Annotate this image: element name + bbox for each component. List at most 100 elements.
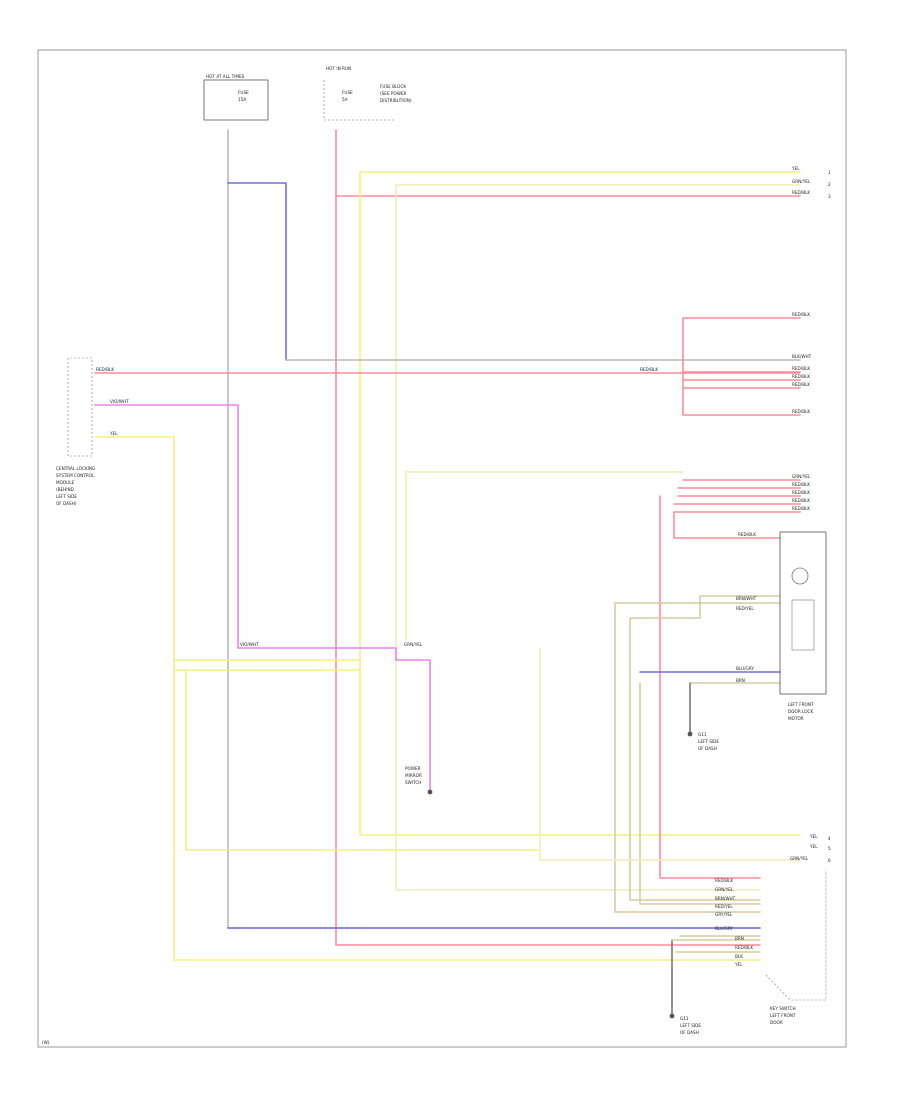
wire-label-yellow-top: YEL — [791, 166, 800, 171]
wire-label-door-6: BLU/GRY — [715, 926, 733, 931]
wire-label-grn-yel: GRN/YEL — [792, 179, 811, 184]
key-switch-label-3: DOOR — [770, 1020, 783, 1025]
central-locking-label-4: (BEHIND — [56, 487, 74, 492]
hot-run-label-2: FUSE — [342, 90, 353, 95]
key-switch-label-2: LEFT FRONT — [770, 1013, 796, 1018]
wire-label-door-3: BRN/WHT — [715, 896, 736, 901]
hot-fuse-box — [203, 79, 269, 121]
wire-red-harness-drop — [659, 495, 761, 879]
hot-run-box — [323, 80, 396, 121]
wire-label-harness-9: RED/BLK — [792, 490, 810, 495]
ground-2-label-3: OF DASH — [680, 1030, 699, 1035]
ground-1-label-2: LEFT SIDE — [698, 739, 719, 744]
wire-label-door-10: YEL — [734, 962, 743, 967]
wire-label-door-4: RED/YEL — [715, 904, 733, 909]
wire-pink-module — [94, 404, 431, 791]
central-locking-label-3: MODULE — [56, 480, 75, 485]
connector-ref-4: 4 — [828, 836, 831, 841]
wire-label-harness-10: RED/BLK — [792, 498, 810, 503]
door-lock-motor-label-3: MOTOR — [788, 716, 804, 721]
connector-ref-1: 1 — [828, 170, 831, 175]
mirror-switch-ground — [427, 789, 433, 795]
wire-label-harness-1: RED/BLK — [792, 312, 810, 317]
wire-tan-2 — [629, 595, 781, 901]
ground-1-label-1: G11 — [698, 732, 707, 737]
wire-red-main — [335, 129, 761, 946]
wire-label-harness-7: GRN/YEL — [792, 474, 811, 479]
wire-red-harness-2 — [673, 479, 801, 539]
wire-label-layer: YEL GRN/YEL RED/BLK RED/BLK BLK/WHT RED/… — [96, 166, 818, 967]
central-locking-box — [67, 357, 93, 457]
connector-ref-5: 5 — [828, 846, 831, 851]
hot-fuse-label-3: 15A — [238, 97, 246, 102]
wire-label-bottom-2: YEL — [809, 844, 818, 849]
fuse-block-label-2: (SEE POWER — [380, 91, 407, 96]
hot-run-label-1: HOT IN RUN — [326, 66, 351, 71]
key-switch-box — [765, 870, 827, 1001]
wire-lightyellow-door — [539, 647, 801, 861]
wire-label-module-pink: VIO/WHT — [110, 399, 129, 404]
wire-label-motor-4: BLU/GRY — [736, 666, 754, 671]
wire-label-door-8: RED/BLK — [735, 945, 753, 950]
wire-yellow-loop — [173, 659, 541, 851]
door-lock-motor-switch — [791, 599, 815, 651]
wire-label-harness-3: RED/BLK — [792, 366, 810, 371]
wire-label-bottom-1: YEL — [809, 834, 818, 839]
wire-tan-1 — [614, 602, 781, 913]
ground-2-label-1: G11 — [680, 1016, 689, 1021]
door-lock-motor-box — [779, 531, 827, 695]
wire-label-red-mid: RED/BLK — [640, 367, 658, 372]
central-locking-label-6: OF DASH) — [56, 501, 77, 506]
mirror-switch-label-2: MIRROR — [405, 773, 422, 778]
key-switch-label-1: KEY SWITCH — [770, 1006, 796, 1011]
central-locking-label-1: CENTRAL LOCKING — [56, 466, 95, 471]
wire-label-red-top: RED/BLK — [792, 190, 810, 195]
connector-ref-2: 2 — [828, 182, 831, 187]
wire-label-harness-5: RED/BLK — [792, 382, 810, 387]
fuse-block-label-3: DISTRIBUTION) — [380, 98, 412, 103]
connector-refs: 1 2 3 4 5 6 — [828, 170, 831, 863]
hot-fuse-label-1: HOT AT ALL TIMES — [206, 74, 245, 79]
wire-lightyellow-mid — [395, 184, 761, 891]
ground-2-label-2: LEFT SIDE — [680, 1023, 701, 1028]
wire-label-pink-mid: VIO/WHT — [240, 642, 259, 647]
wire-label-harness-2: BLK/WHT — [792, 354, 812, 359]
footer-code: (W) — [42, 1040, 50, 1045]
wire-layer — [94, 129, 801, 1016]
mirror-switch-label-3: SWITCH — [405, 780, 421, 785]
ground-1-symbol — [687, 731, 693, 737]
mirror-switch-label-1: POWER — [405, 766, 421, 771]
wire-label-motor-2: BRN/WHT — [736, 596, 757, 601]
hot-run-label-3: 5A — [342, 97, 348, 102]
wire-label-door-9: BLK — [735, 954, 743, 959]
hot-fuse-label-2: FUSE — [238, 90, 249, 95]
central-locking-label-5: LEFT SIDE — [56, 494, 77, 499]
wire-label-door-1: RED/BLK — [715, 878, 733, 883]
connector-ref-6: 6 — [828, 858, 831, 863]
connector-ref-3: 3 — [828, 194, 831, 199]
ground-2-symbol — [669, 1013, 675, 1019]
wire-label-module-red: RED/BLK — [96, 367, 114, 372]
wire-red-harness — [682, 317, 801, 416]
wire-label-module-yellow: YEL — [109, 431, 118, 436]
wire-label-motor: RED/BLK — [738, 532, 756, 537]
wire-label-harness-6: RED/BLK — [792, 409, 810, 414]
wire-label-motor-5: BRN — [736, 678, 745, 683]
wire-tan-3 — [639, 682, 781, 905]
hot-fuse-component: HOT AT ALL TIMES FUSE 15A — [203, 74, 269, 121]
wire-label-grn-mid: GRN/YEL — [404, 642, 423, 647]
wire-label-motor-3: RED/YEL — [736, 606, 754, 611]
wire-label-door-5: GRY/YEL — [715, 912, 733, 917]
ground-1-component: G11 LEFT SIDE OF DASH — [687, 731, 719, 751]
ground-1-label-3: OF DASH — [698, 746, 717, 751]
wire-label-door-2: GRN/YEL — [715, 887, 734, 892]
wire-label-door-7: BRN — [735, 936, 744, 941]
wire-label-harness-8: RED/BLK — [792, 482, 810, 487]
wire-yellow-top-drop — [359, 171, 801, 836]
wire-ground-3 — [671, 935, 761, 953]
central-locking-label-2: SYSTEM CONTROL — [56, 473, 95, 478]
wire-gray-main — [227, 129, 761, 929]
ground-2-component: G11 LEFT SIDE OF DASH — [669, 1013, 701, 1035]
wire-yellow-module — [94, 436, 761, 961]
